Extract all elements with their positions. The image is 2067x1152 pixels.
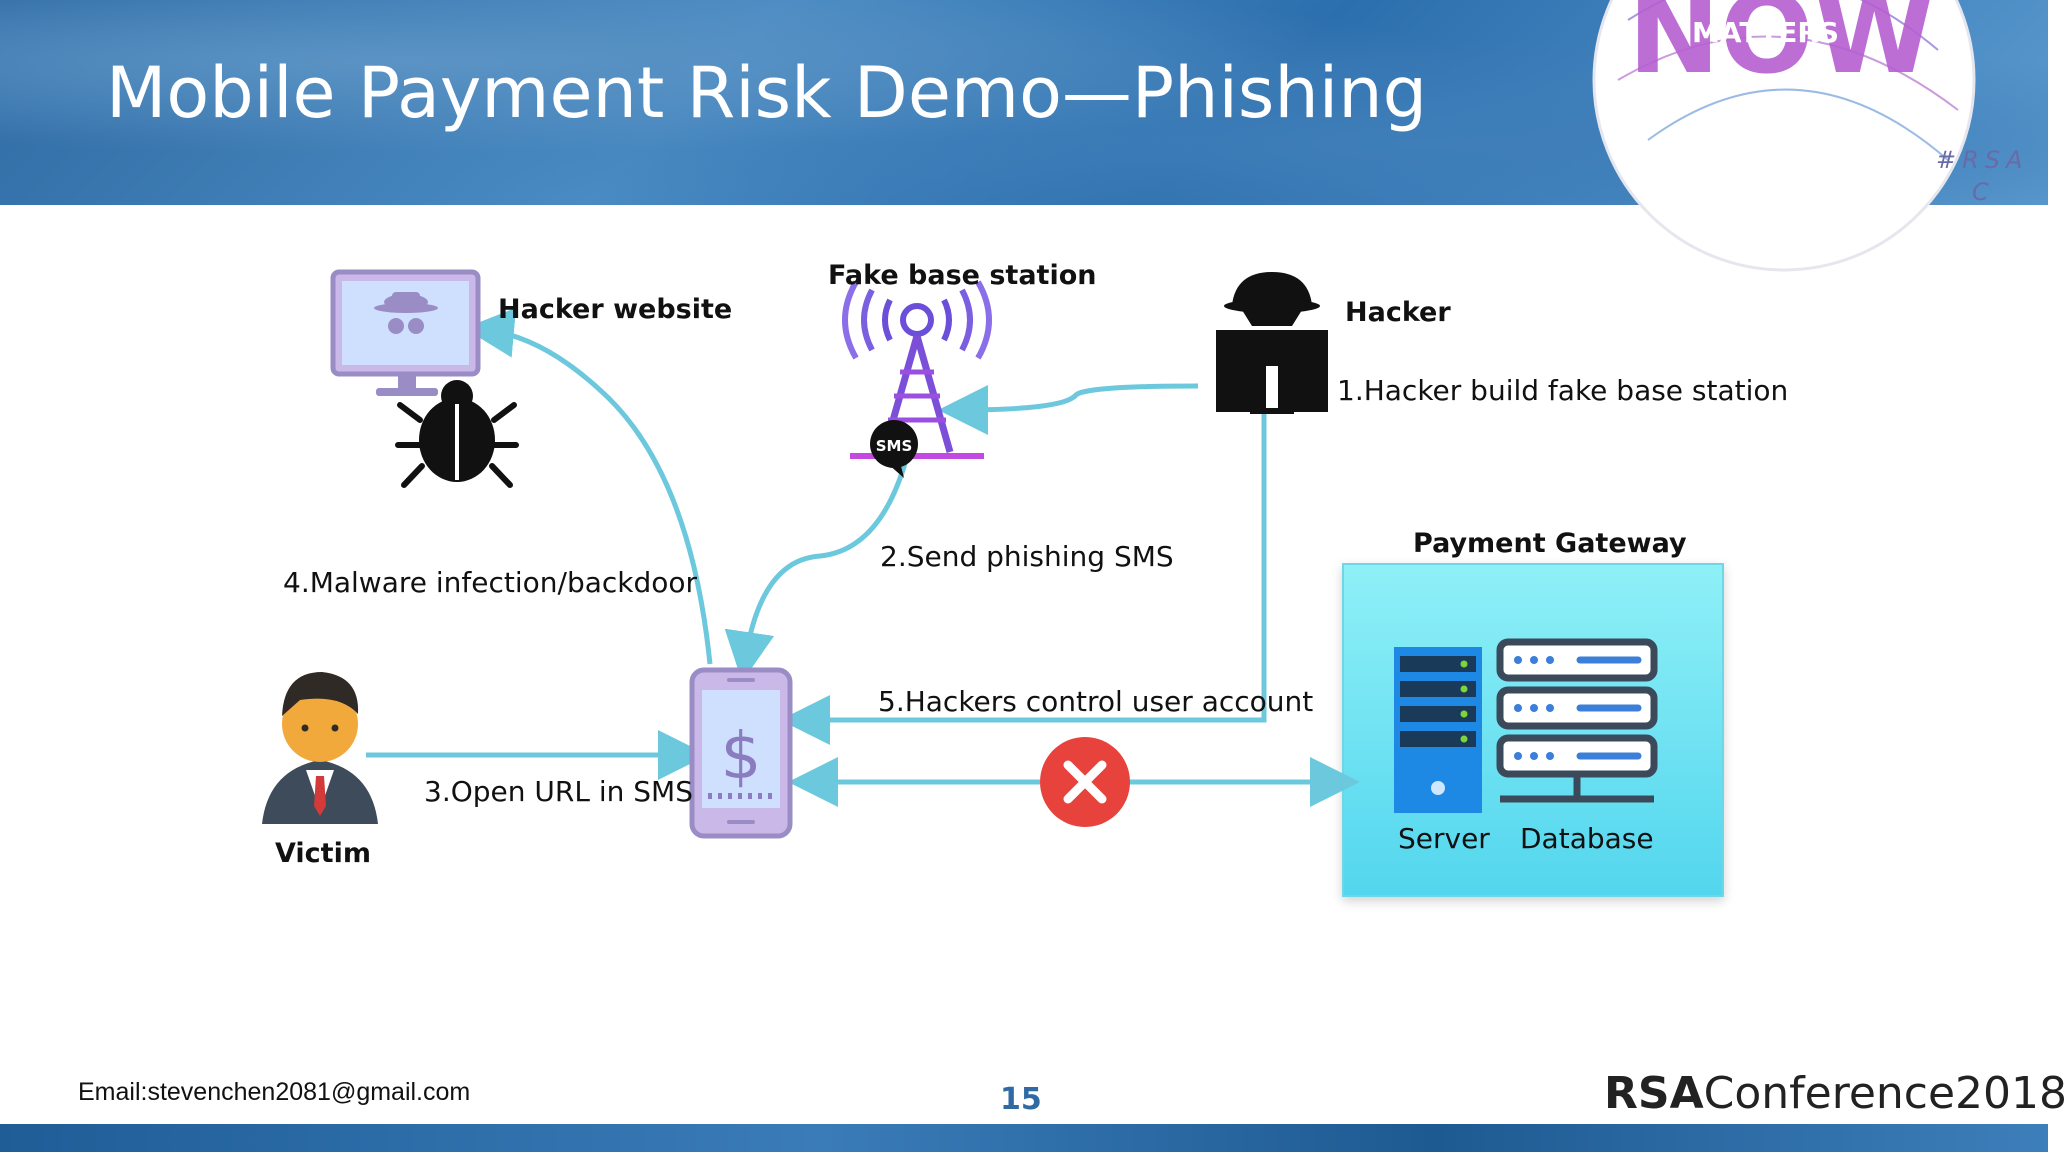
rsa-logo-rest: Conference2018 [1703,1068,2067,1119]
rsa-conference-logo: RSAConference2018 [1604,1068,2067,1119]
phone-icon: $ [689,667,793,839]
arrow-tower-to-phone [724,459,909,682]
database-icon [1496,638,1658,803]
payment-gateway-label: Payment Gateway [1413,528,1687,559]
database-label: Database [1520,822,1654,855]
monitor-icon [330,269,481,396]
step4-label: 4.Malware infection/backdoor [283,566,698,599]
now-matters-badge: NOW MATTERS [1592,0,1976,272]
hacker-icon [1216,272,1328,414]
step2-label: 2.Send phishing SMS [880,540,1174,573]
slide-title: Mobile Payment Risk Demo—Phishing [106,52,1428,134]
step3-label: 3.Open URL in SMS [424,775,693,808]
blocked-x-icon [1040,737,1130,827]
hacker-website-label: Hacker website [498,294,733,325]
rsa-logo-bold: RSA [1604,1068,1704,1119]
sms-bubble-icon: SMS [870,420,918,478]
badge-logo-subword: MATTERS [1692,16,1839,49]
victim-label: Victim [275,838,371,869]
badge-tag-line1: #RSA [1936,146,2029,174]
victim-icon [262,672,378,824]
arrow-phone-to-website [464,307,713,665]
svg-text:$: $ [721,720,762,794]
step5-label: 5.Hackers control user account [878,685,1314,718]
step1-label: 1.Hacker build fake base station [1337,374,1789,407]
footer-band [0,1124,2048,1152]
footer-email: Email:stevenchen2081@gmail.com [78,1078,471,1106]
page-number: 15 [1000,1082,1042,1117]
bug-icon [395,380,519,488]
badge-tag-line2: C [1972,178,1989,206]
arrow-hacker-to-phone [780,412,1267,745]
sms-bubble-label: SMS [876,437,913,455]
arrow-hacker-to-tower [938,383,1199,435]
server-label: Server [1398,822,1490,855]
server-icon [1394,647,1482,813]
fake-base-station-label: Fake base station [828,260,1097,291]
tower-icon [842,280,992,459]
hacker-label: Hacker [1345,297,1451,328]
badge-logo-word: NOW [1628,0,1935,98]
